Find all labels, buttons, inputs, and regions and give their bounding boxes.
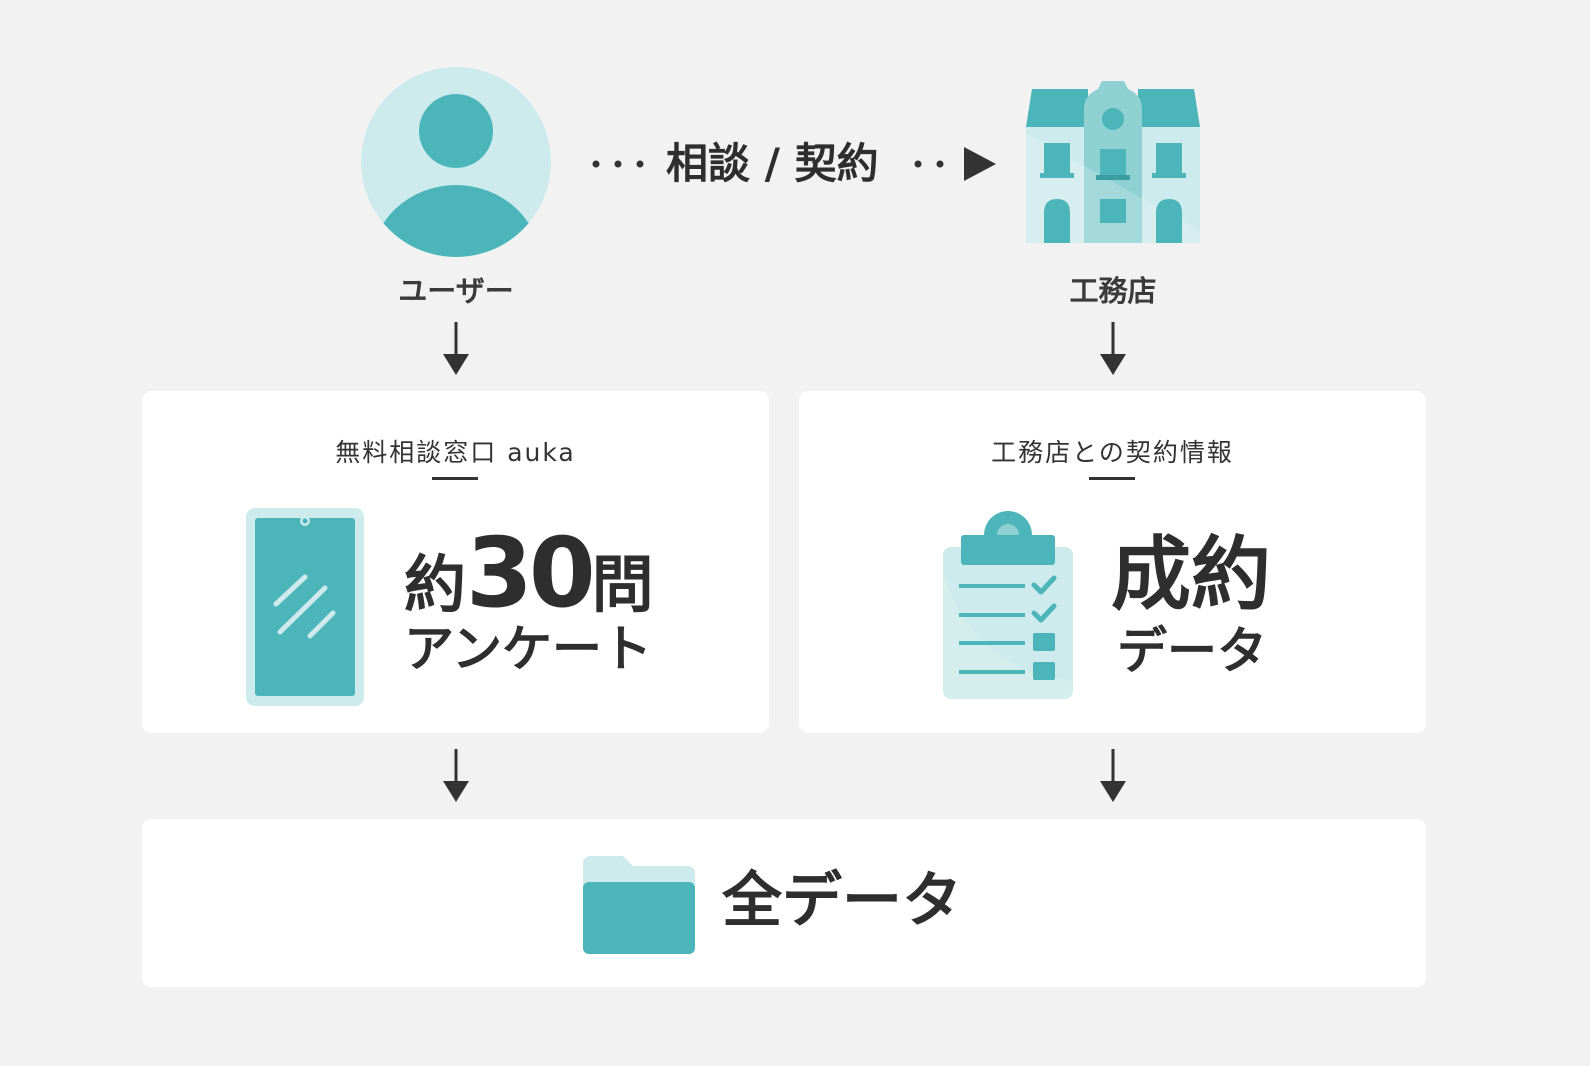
building-icon bbox=[1026, 81, 1200, 243]
survey-card-title: 無料相談窓口 auka bbox=[335, 438, 576, 467]
arrow-down-icon bbox=[1099, 749, 1127, 803]
arrow-down-icon bbox=[1099, 322, 1127, 376]
survey-prefix: 約 bbox=[404, 548, 467, 621]
arrow-down-icon bbox=[442, 749, 470, 803]
dotted-line-right bbox=[914, 160, 944, 168]
contract-subtitle: データ bbox=[1117, 622, 1267, 680]
survey-suffix: 問 bbox=[591, 548, 654, 621]
flow-connector: 相談 / 契約 bbox=[588, 136, 1008, 192]
survey-number: 30 bbox=[466, 517, 596, 629]
title-divider bbox=[432, 477, 478, 480]
all-data-label: 全データ bbox=[722, 866, 962, 936]
contract-card-title: 工務店との契約情報 bbox=[991, 438, 1234, 467]
all-data-card: 全データ bbox=[142, 819, 1426, 987]
dotted-line-left bbox=[592, 160, 644, 168]
user-label: ユーザー bbox=[398, 274, 514, 308]
folder-icon bbox=[583, 856, 695, 954]
clipboard-checklist-icon bbox=[943, 511, 1073, 699]
arrow-down-icon bbox=[442, 322, 470, 376]
title-divider bbox=[1089, 477, 1135, 480]
builder-label: 工務店 bbox=[1069, 274, 1157, 308]
smartphone-icon bbox=[246, 508, 364, 706]
flow-label: 相談 / 契約 bbox=[666, 139, 879, 188]
survey-subtitle: アンケート bbox=[404, 620, 652, 678]
user-avatar-icon bbox=[361, 67, 551, 257]
survey-card: 無料相談窓口 auka 約30問 アンケート bbox=[142, 391, 769, 733]
arrow-right-icon bbox=[964, 147, 996, 181]
survey-count: 約30問 bbox=[404, 523, 654, 623]
contract-card: 工務店との契約情報 成約 データ bbox=[799, 391, 1426, 733]
contract-headline: 成約 bbox=[1111, 528, 1271, 621]
